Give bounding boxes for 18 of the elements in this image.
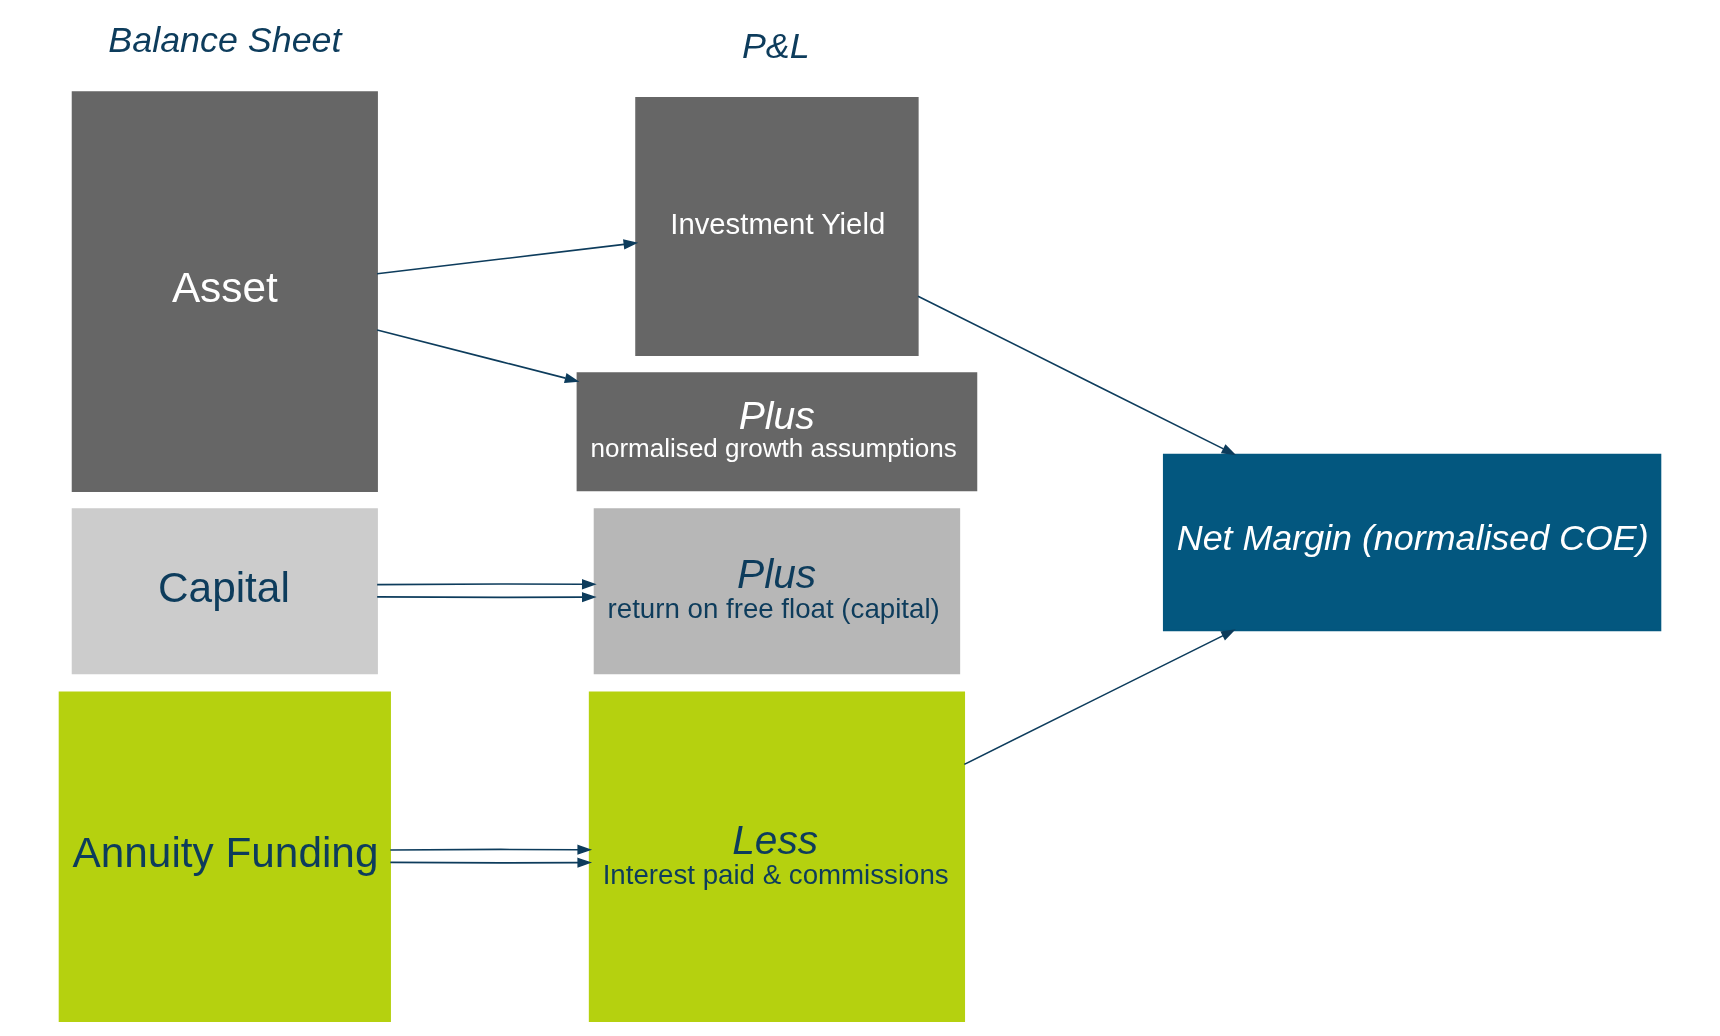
node-box: Investment Yield xyxy=(635,97,919,356)
arrow xyxy=(963,629,1236,766)
node-box: Less Interest paid & commissions xyxy=(588,691,966,1023)
arrow xyxy=(376,579,597,590)
arrow xyxy=(376,592,597,603)
node-box: Plus normalised growth assumptions xyxy=(576,372,978,492)
arrow xyxy=(376,329,580,384)
label: Balance Sheet xyxy=(108,19,342,60)
node-box: Asset xyxy=(71,91,378,492)
node-box: Capital xyxy=(71,508,378,675)
arrow xyxy=(389,844,593,855)
arrow xyxy=(917,295,1237,456)
arrow xyxy=(376,239,639,275)
node-box: Annuity Funding xyxy=(58,691,391,1023)
arrow xyxy=(389,857,593,868)
node-box: Net Margin (normalised COE) xyxy=(1162,453,1662,632)
node-box: Plus return on free float (capital) xyxy=(593,508,961,675)
label: P&L xyxy=(741,26,810,67)
